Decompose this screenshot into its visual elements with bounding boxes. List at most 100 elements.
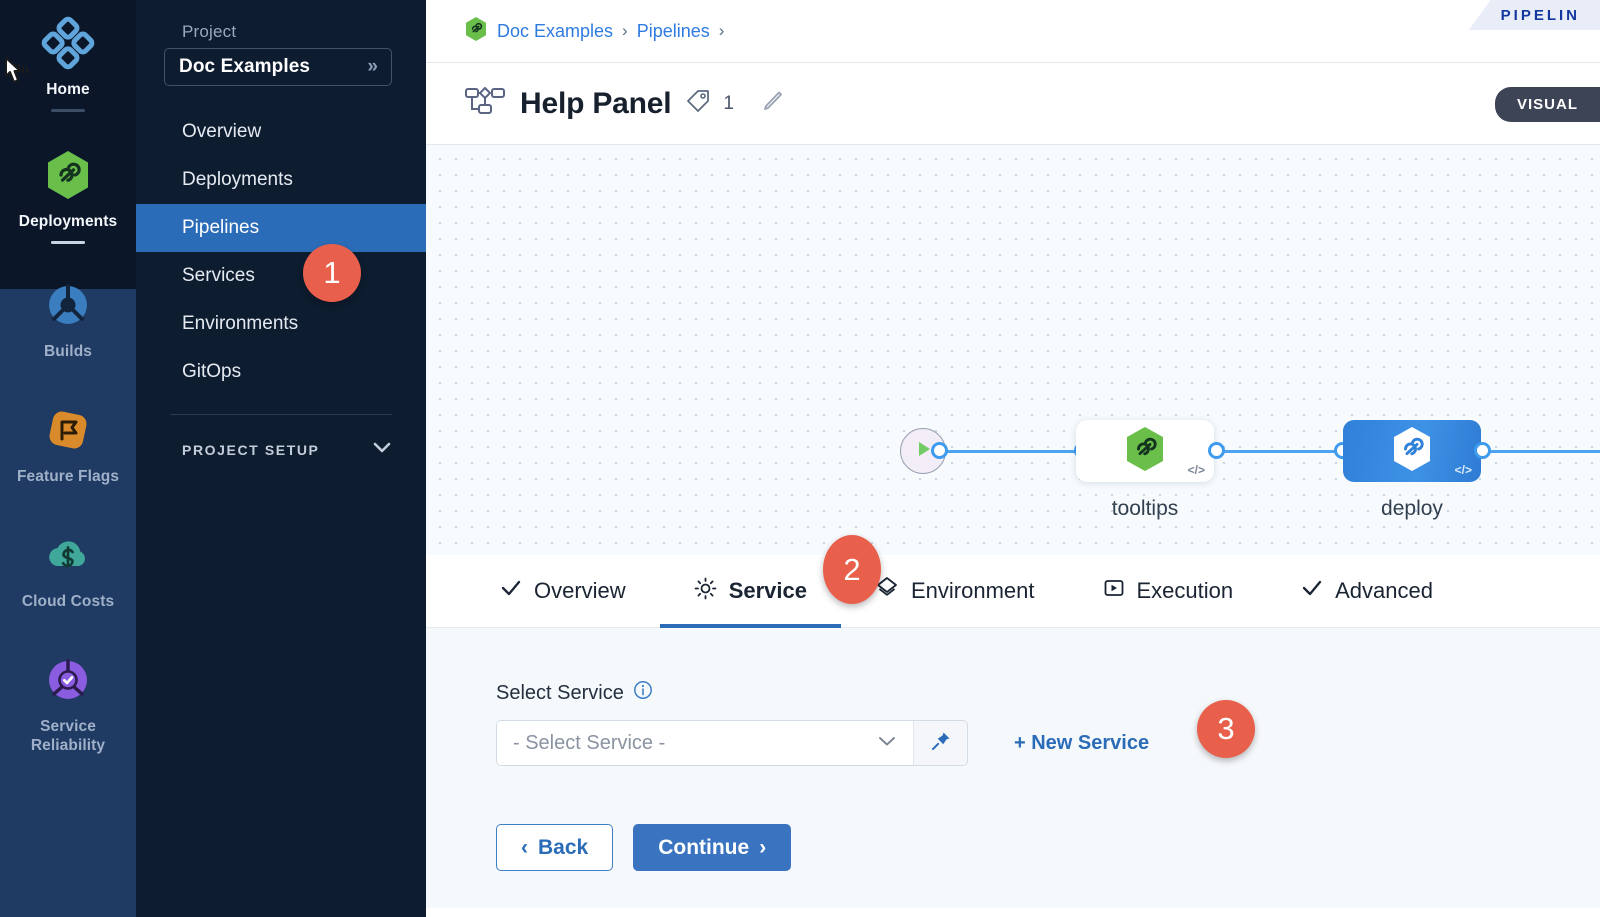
callout-number: 3 — [1217, 711, 1235, 746]
pipeline-wire — [938, 450, 1083, 453]
service-select-input[interactable]: - Select Service - — [497, 721, 913, 765]
stage-label-deploy: deploy — [1381, 497, 1443, 520]
chevron-left-icon: ‹ — [521, 835, 528, 859]
chevron-down-icon — [372, 441, 392, 458]
check-icon — [500, 577, 522, 605]
stage-label-tooltips: tooltips — [1111, 497, 1179, 520]
callout-number: 1 — [323, 255, 341, 290]
rail-item-label: Service Reliability — [30, 718, 106, 754]
project-sidebar: Project Doc Examples » Overview Deployme… — [136, 0, 426, 917]
select-service-label: Select Service — [496, 681, 624, 704]
sidebar-item-services[interactable]: Services — [136, 252, 426, 300]
sidebar-item-gitops[interactable]: GitOps — [136, 348, 426, 396]
pencil-icon[interactable] — [760, 88, 786, 119]
service-select-group: - Select Service - — [496, 720, 968, 766]
rail-lower-background — [0, 289, 136, 917]
info-icon[interactable] — [633, 680, 653, 706]
sidebar-item-overview[interactable]: Overview — [136, 108, 426, 156]
pipeline-ribbon: PIPELIN — [1468, 0, 1600, 30]
callout-number: 2 — [843, 551, 861, 587]
service-select-value: - Select Service - — [513, 731, 666, 754]
gear-icon — [694, 577, 717, 606]
continue-button[interactable]: Continue › — [633, 824, 792, 871]
back-button[interactable]: ‹ Back — [496, 824, 614, 871]
title-bar: Help Panel 1 VISUAL — [426, 62, 1600, 145]
module-rail: Home Deployments — [0, 0, 136, 917]
check-icon — [1301, 577, 1323, 605]
tag-icon — [685, 88, 711, 119]
rail-item-service-reliability[interactable]: Service Reliability — [0, 619, 136, 763]
pipeline-wire — [1216, 450, 1356, 453]
add-stage-label: Add Stage — [1584, 497, 1600, 521]
breadcrumb-link-project[interactable]: Doc Examples — [497, 20, 614, 41]
play-box-icon — [1103, 577, 1125, 605]
rail-item-label: Home — [46, 81, 90, 98]
callout-badge-3: 3 — [1197, 700, 1255, 758]
rail-active-underline — [51, 109, 85, 112]
stage-code-badge: </> — [1187, 463, 1205, 477]
chevron-right-icon: › — [759, 835, 767, 859]
rail-item-home[interactable]: Home — [0, 0, 136, 120]
stage-node-tooltips[interactable]: </> — [1076, 420, 1214, 482]
tab-label: Advanced — [1335, 578, 1433, 603]
tag-count: 1 — [723, 92, 734, 114]
tab-label: Service — [728, 578, 807, 603]
callout-badge-1: 1 — [303, 244, 361, 302]
sidebar-item-label: Environments — [182, 313, 299, 334]
chevron-down-icon — [877, 734, 897, 752]
cloud-costs-icon — [41, 528, 95, 582]
sidebar-item-label: Overview — [182, 121, 262, 142]
sidebar-item-pipelines[interactable]: Pipelines — [136, 204, 426, 252]
rail-item-label: Cloud Costs — [21, 593, 115, 610]
harness-hexagon-icon — [1123, 425, 1167, 478]
sidebar-item-label: GitOps — [182, 361, 242, 382]
rail-item-deployments[interactable]: Deployments — [0, 120, 136, 252]
project-label: Project — [182, 22, 237, 41]
select-service-label-row: Select Service — [496, 680, 1600, 706]
rail-item-builds[interactable]: Builds — [0, 252, 136, 369]
rail-item-label: Builds — [44, 343, 92, 360]
pin-icon — [930, 730, 952, 757]
pin-button[interactable] — [913, 721, 967, 765]
deployments-hexagon-icon — [41, 148, 95, 202]
breadcrumb: Doc Examples › Pipelines › — [426, 0, 1600, 62]
service-reliability-icon — [41, 653, 95, 707]
stage-node-deploy[interactable]: </> — [1343, 420, 1481, 482]
tab-service[interactable]: Service — [659, 555, 842, 628]
connector-port[interactable] — [1208, 442, 1225, 459]
project-setup-label: PROJECT SETUP — [182, 441, 320, 458]
breadcrumb-separator: › — [622, 21, 628, 40]
rail-item-cloud-costs[interactable]: Cloud Costs — [0, 494, 136, 619]
pipeline-canvas[interactable]: </> tooltips </> deploy + Add — [426, 145, 1600, 555]
builds-icon — [41, 278, 95, 332]
layers-icon — [875, 576, 899, 606]
pipeline-wire — [1482, 450, 1600, 453]
connector-port[interactable] — [931, 442, 948, 459]
rail-item-feature-flags[interactable]: Feature Flags — [0, 369, 136, 494]
tab-label: Environment — [910, 578, 1035, 603]
visual-yaml-toggle[interactable]: VISUAL — [1494, 87, 1600, 122]
sidebar-item-environments[interactable]: Environments — [136, 300, 426, 348]
connector-port[interactable] — [1474, 442, 1491, 459]
tab-label: Overview — [534, 578, 626, 603]
rail-item-label: Deployments — [18, 213, 118, 230]
project-setup-section[interactable]: PROJECT SETUP — [136, 415, 426, 458]
sidebar-item-deployments[interactable]: Deployments — [136, 156, 426, 204]
tab-overview[interactable]: Overview — [466, 555, 660, 628]
service-select-row: - Select Service - — [496, 720, 1600, 766]
tab-advanced[interactable]: Advanced — [1267, 555, 1467, 628]
harness-module-icon — [464, 16, 488, 47]
tab-environment[interactable]: Environment — [841, 555, 1069, 628]
tab-execution[interactable]: Execution — [1069, 555, 1268, 628]
feature-flags-icon — [41, 403, 95, 457]
home-diamond-icon — [41, 16, 95, 70]
stage-tabs: Overview Service — [426, 555, 1600, 628]
breadcrumb-link-pipelines[interactable]: Pipelines — [636, 20, 710, 41]
rail-item-label: Feature Flags — [16, 468, 120, 485]
breadcrumb-separator: › — [718, 21, 725, 40]
sidebar-item-label: Deployments — [182, 169, 293, 190]
new-service-button[interactable]: + New Service — [1014, 731, 1150, 754]
project-selector[interactable]: Doc Examples » — [164, 48, 392, 86]
form-actions: ‹ Back Continue › — [496, 824, 1600, 871]
